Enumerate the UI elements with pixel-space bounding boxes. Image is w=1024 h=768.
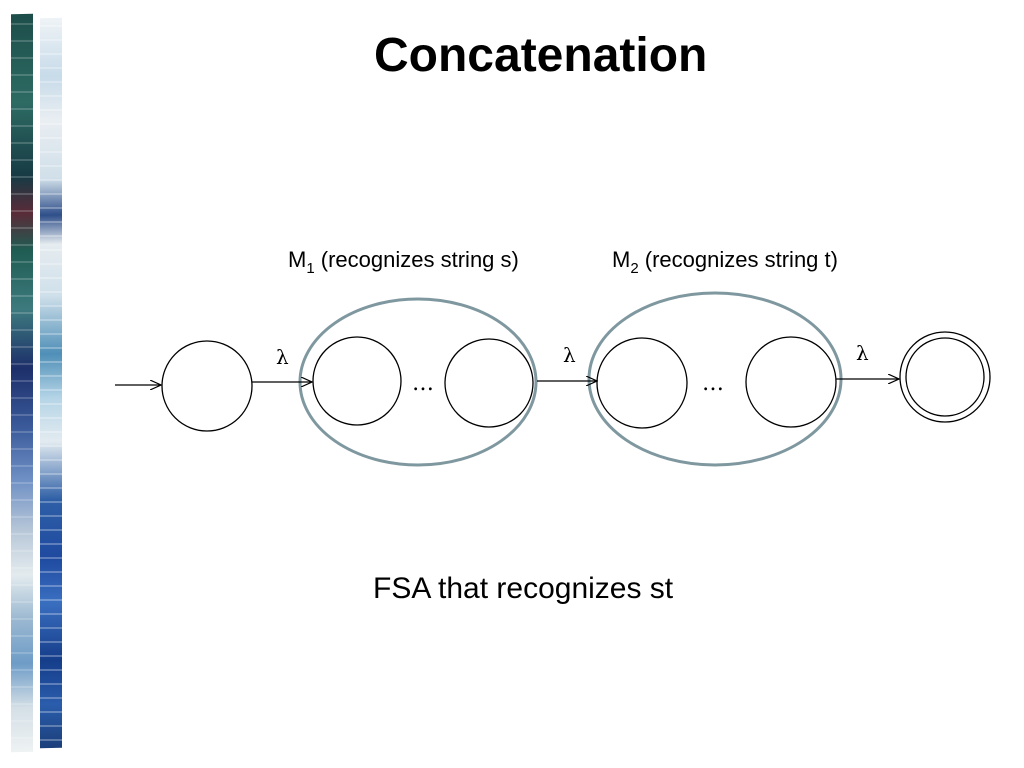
ellipsis-m1: … [412, 371, 434, 396]
m2-last-state [745, 336, 837, 428]
m1-first-state [312, 336, 402, 426]
m1-last-state [444, 338, 534, 428]
lambda-label-1: λ [276, 345, 289, 369]
diagram-caption: FSA that recognizes st [373, 572, 674, 605]
accept-state-inner [905, 337, 985, 417]
ellipsis-m2: … [702, 371, 724, 396]
slide-title: Concatenation [374, 29, 708, 82]
start-state [161, 340, 253, 432]
accept-state-outer [899, 331, 991, 423]
machine-label-m2: M2 (recognizes string t) [612, 247, 838, 277]
lambda-label-2: λ [563, 343, 576, 367]
machine-label-m1: M1 (recognizes string s) [288, 247, 519, 277]
lambda-label-3: λ [856, 341, 869, 365]
m2-first-state [596, 337, 688, 429]
